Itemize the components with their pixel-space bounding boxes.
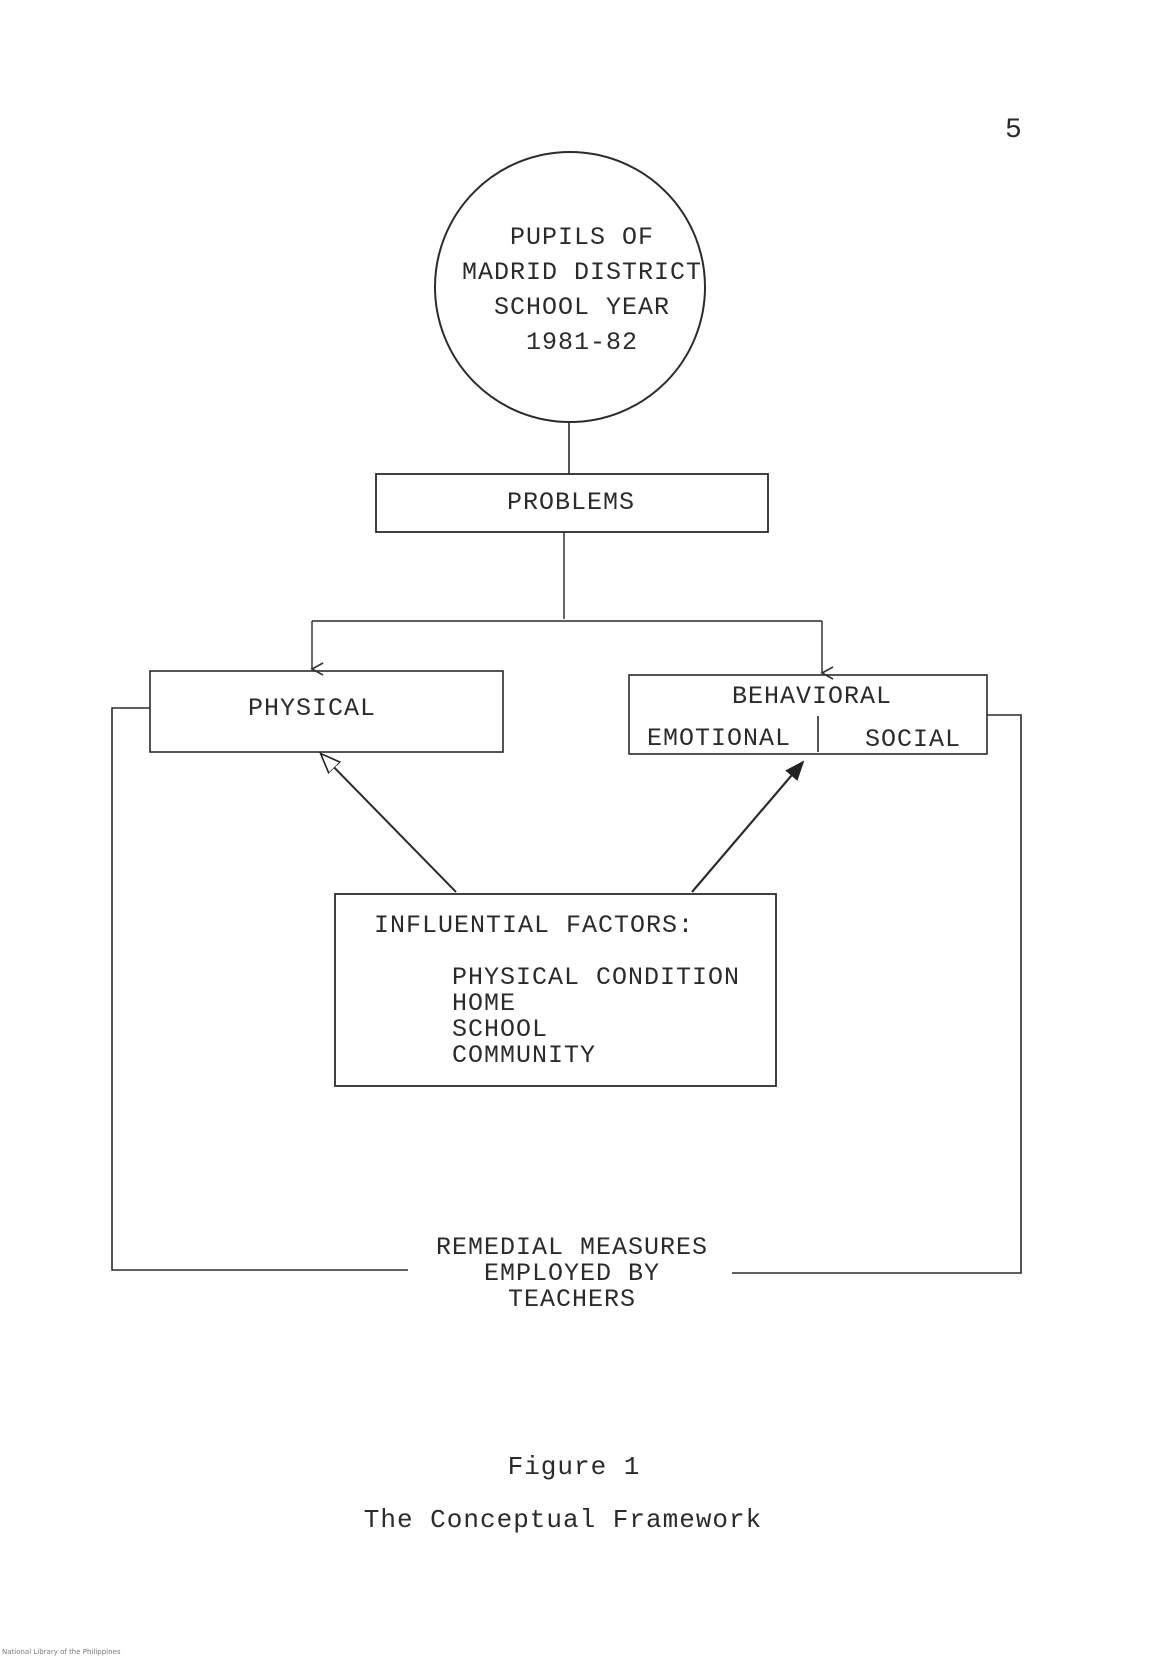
behavioral-title: BEHAVIORAL [731, 682, 893, 711]
factor-home: HOME [452, 989, 517, 1018]
problems-label: PROBLEMS [506, 488, 636, 517]
influential-factors-title: INFLUENTIAL FACTORS: [374, 911, 695, 940]
influential-factors-box [334, 893, 777, 1087]
circle-line-1: PUPILS OF [509, 223, 655, 252]
influential-factors-list: PHYSICAL CONDITION HOME SCHOOL COMMUNITY [452, 965, 740, 1069]
physical-label: PHYSICAL [247, 694, 377, 723]
remedial-loop-left [111, 707, 408, 1271]
footer-watermark: National Library of the Philippines [2, 1648, 121, 1656]
remedial-measures-text: REMEDIAL MEASURES EMPLOYED BY TEACHERS [436, 1235, 708, 1313]
problems-box [375, 473, 769, 533]
circle-line-3: SCHOOL YEAR [493, 293, 671, 322]
figure-number: Figure 1 [507, 1452, 641, 1482]
pupils-circle-text: PUPILS OF MADRID DISTRICT SCHOOL YEAR 19… [462, 220, 702, 360]
circle-line-4: 1981-82 [525, 328, 639, 357]
remedial-line-3: TEACHERS [507, 1285, 637, 1314]
factor-school: SCHOOL [452, 1015, 549, 1044]
page-number: 5 [1005, 115, 1023, 146]
figure-title: The Conceptual Framework [363, 1505, 763, 1535]
remedial-loop-right [732, 714, 1022, 1274]
behavioral-emotional: EMOTIONAL [647, 724, 792, 753]
pupils-circle [434, 151, 706, 423]
influence-arrow-behavioral [691, 760, 805, 893]
physical-box [149, 670, 504, 753]
remedial-line-1: REMEDIAL MEASURES [435, 1233, 709, 1262]
factor-physical-condition: PHYSICAL CONDITION [452, 963, 741, 992]
influence-arrow-physical [322, 755, 457, 893]
factor-community: COMMUNITY [452, 1041, 597, 1070]
behavioral-social: SOCIAL [865, 725, 962, 754]
remedial-line-2: EMPLOYED BY [483, 1259, 661, 1288]
circle-line-2: MADRID DISTRICT [461, 258, 703, 287]
